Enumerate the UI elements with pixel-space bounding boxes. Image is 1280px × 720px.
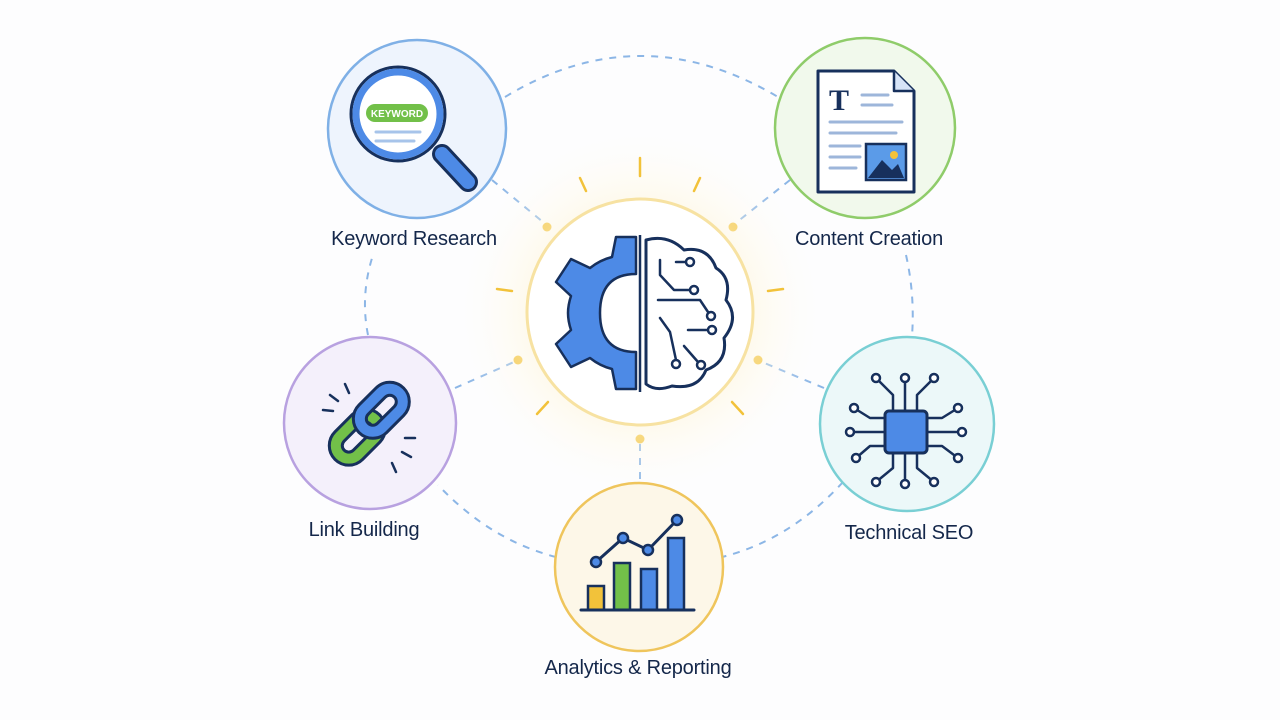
center-hub xyxy=(525,197,755,427)
label-keyword-research: Keyword Research xyxy=(331,228,497,250)
node-technical-seo xyxy=(818,335,996,513)
node-analytics-reporting xyxy=(553,481,725,653)
connector-analytics-links xyxy=(437,484,557,558)
label-link-building: Link Building xyxy=(308,519,420,541)
document-t-glyph: T xyxy=(829,84,849,117)
connector-content-technical xyxy=(905,254,914,337)
connector-links-keyword xyxy=(363,254,374,336)
gear-brain-icon xyxy=(554,235,734,392)
document-icon: T xyxy=(816,69,916,194)
label-analytics-reporting: Analytics & Reporting xyxy=(544,657,732,679)
outer-connectors xyxy=(363,55,914,558)
connector-keyword-content xyxy=(504,55,779,98)
chain-link-icon xyxy=(321,380,417,474)
brain-half xyxy=(644,236,734,391)
node-keyword-research: KEYWORD xyxy=(326,38,508,220)
label-content-creation: Content Creation xyxy=(794,228,944,250)
magnifier-keyword-icon: KEYWORD xyxy=(349,65,478,192)
keyword-badge-text: KEYWORD xyxy=(371,109,423,120)
gear-half xyxy=(554,235,638,391)
center-rays xyxy=(495,156,785,416)
node-content-creation: T xyxy=(773,36,957,220)
node-link-building xyxy=(282,335,458,511)
bar-chart-icon xyxy=(579,513,696,612)
circuit-chip-icon xyxy=(844,372,968,490)
connector-technical-analytics xyxy=(721,481,844,558)
label-technical-seo: Technical SEO xyxy=(844,522,974,544)
